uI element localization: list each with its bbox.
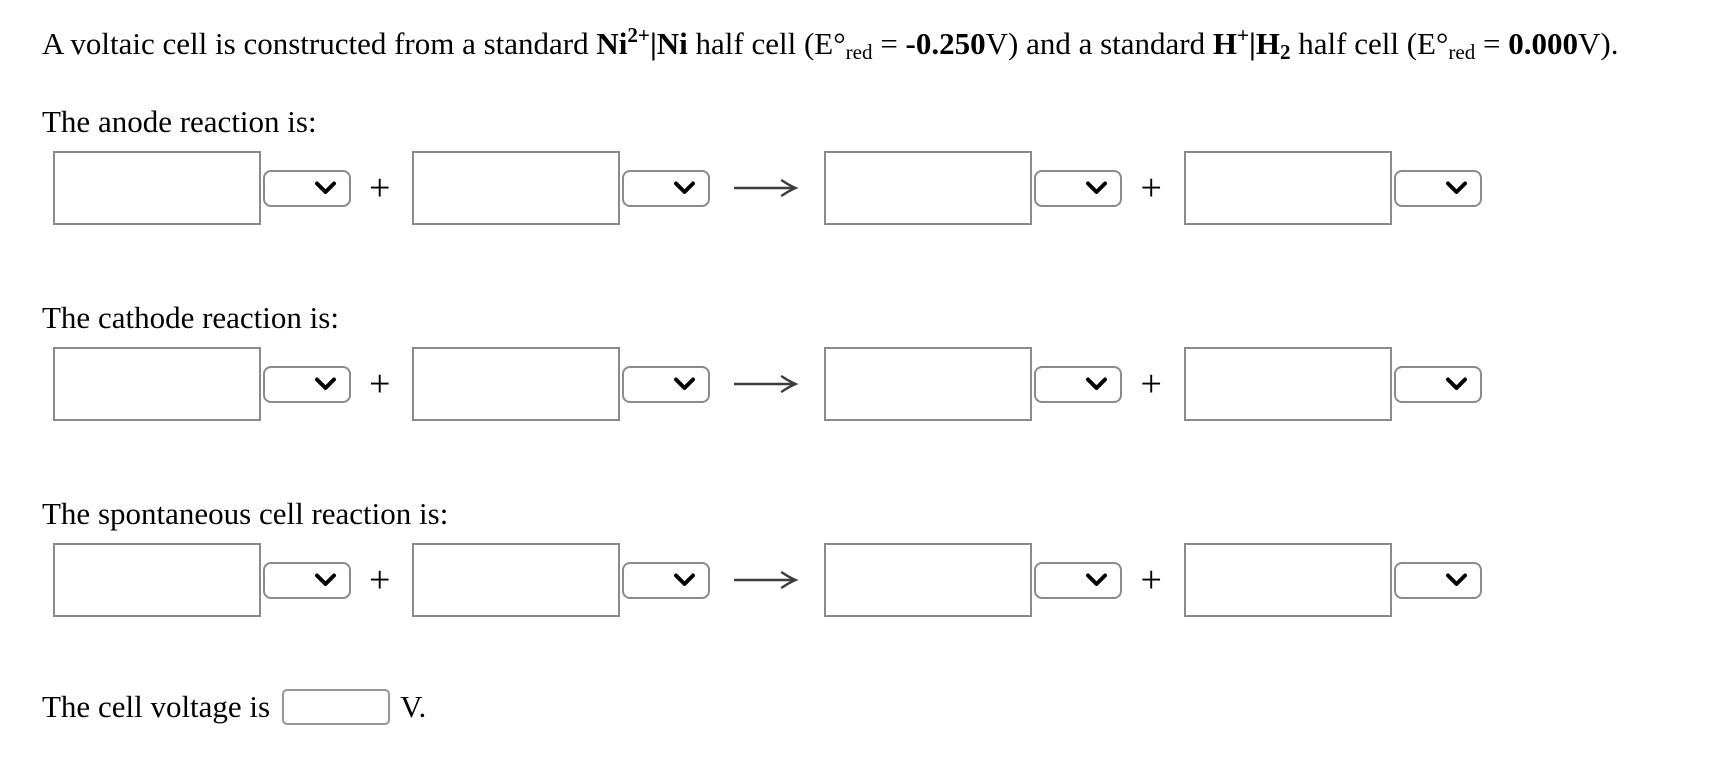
voltage-input[interactable] — [282, 689, 391, 725]
plus-separator: + — [1140, 167, 1162, 209]
chevron-down-icon — [673, 573, 696, 587]
cell-voltage-row: The cell voltage is V. — [42, 689, 1712, 725]
voltage-prefix-label: The cell voltage is — [42, 689, 271, 724]
species-input[interactable] — [53, 543, 261, 617]
reaction-term — [1183, 347, 1482, 421]
reaction-term — [412, 347, 711, 421]
species-dropdown[interactable] — [1034, 365, 1123, 403]
species-input[interactable] — [412, 347, 621, 421]
species-dropdown[interactable] — [1393, 169, 1482, 207]
species-input[interactable] — [1183, 543, 1392, 617]
plus-separator: + — [369, 363, 391, 405]
species-dropdown[interactable] — [263, 561, 351, 599]
species-input[interactable] — [824, 347, 1033, 421]
species-dropdown[interactable] — [622, 561, 711, 599]
reaction-term — [1183, 151, 1482, 225]
plus-separator: + — [369, 167, 391, 209]
chevron-down-icon — [673, 377, 696, 391]
hydrogen-couple: H+|H2 — [1212, 23, 1291, 64]
plus-separator: + — [1140, 363, 1162, 405]
reaction-term — [1183, 543, 1482, 617]
species-input[interactable] — [53, 347, 261, 421]
chevron-down-icon — [1445, 573, 1468, 587]
species-input[interactable] — [824, 151, 1033, 225]
chevron-down-icon — [1445, 181, 1468, 195]
plus-separator: + — [369, 559, 391, 601]
species-dropdown[interactable] — [622, 365, 711, 403]
chevron-down-icon — [673, 181, 696, 195]
reaction-term — [53, 151, 351, 225]
nickel-potential: -0.250 — [905, 26, 986, 61]
species-dropdown[interactable] — [1034, 561, 1123, 599]
voltage-unit-label: V. — [400, 689, 427, 724]
chevron-down-icon — [1445, 377, 1468, 391]
spontaneous-section-label: The spontaneous cell reaction is: — [42, 496, 449, 531]
anode-reaction-row: + + — [53, 151, 1712, 225]
species-input[interactable] — [53, 151, 261, 225]
species-dropdown[interactable] — [622, 169, 711, 207]
species-input[interactable] — [1183, 151, 1392, 225]
anode-section-label: The anode reaction is: — [42, 104, 317, 139]
species-input[interactable] — [412, 151, 621, 225]
nickel-couple: Ni2+|Ni — [596, 23, 688, 61]
spontaneous-reaction-row: + + — [53, 543, 1712, 617]
reaction-term — [53, 347, 351, 421]
voltaic-cell-problem: A voltaic cell is constructed from a sta… — [42, 23, 1712, 725]
species-dropdown[interactable] — [1034, 169, 1123, 207]
plus-separator: + — [1140, 559, 1162, 601]
problem-statement: A voltaic cell is constructed from a sta… — [42, 23, 1619, 64]
species-dropdown[interactable] — [1393, 561, 1482, 599]
species-dropdown[interactable] — [263, 365, 351, 403]
right-arrow-icon — [732, 372, 804, 396]
species-input[interactable] — [1183, 347, 1392, 421]
species-input[interactable] — [824, 543, 1033, 617]
chevron-down-icon — [314, 377, 337, 391]
chevron-down-icon — [1085, 573, 1108, 587]
species-dropdown[interactable] — [1393, 365, 1482, 403]
chevron-down-icon — [314, 181, 337, 195]
chevron-down-icon — [314, 573, 337, 587]
chevron-down-icon — [1085, 181, 1108, 195]
reaction-term — [824, 347, 1123, 421]
reaction-term — [53, 543, 351, 617]
right-arrow-icon — [732, 568, 804, 592]
hydrogen-potential: 0.000 — [1508, 26, 1579, 61]
reaction-term — [412, 151, 711, 225]
right-arrow-icon — [732, 176, 804, 200]
reaction-term — [412, 543, 711, 617]
cathode-reaction-row: + + — [53, 347, 1712, 421]
species-input[interactable] — [412, 543, 621, 617]
species-dropdown[interactable] — [263, 169, 351, 207]
reaction-term — [824, 151, 1123, 225]
reaction-term — [824, 543, 1123, 617]
chevron-down-icon — [1085, 377, 1108, 391]
cathode-section-label: The cathode reaction is: — [42, 300, 339, 335]
statement-text: A voltaic cell is constructed from a sta… — [42, 26, 597, 61]
